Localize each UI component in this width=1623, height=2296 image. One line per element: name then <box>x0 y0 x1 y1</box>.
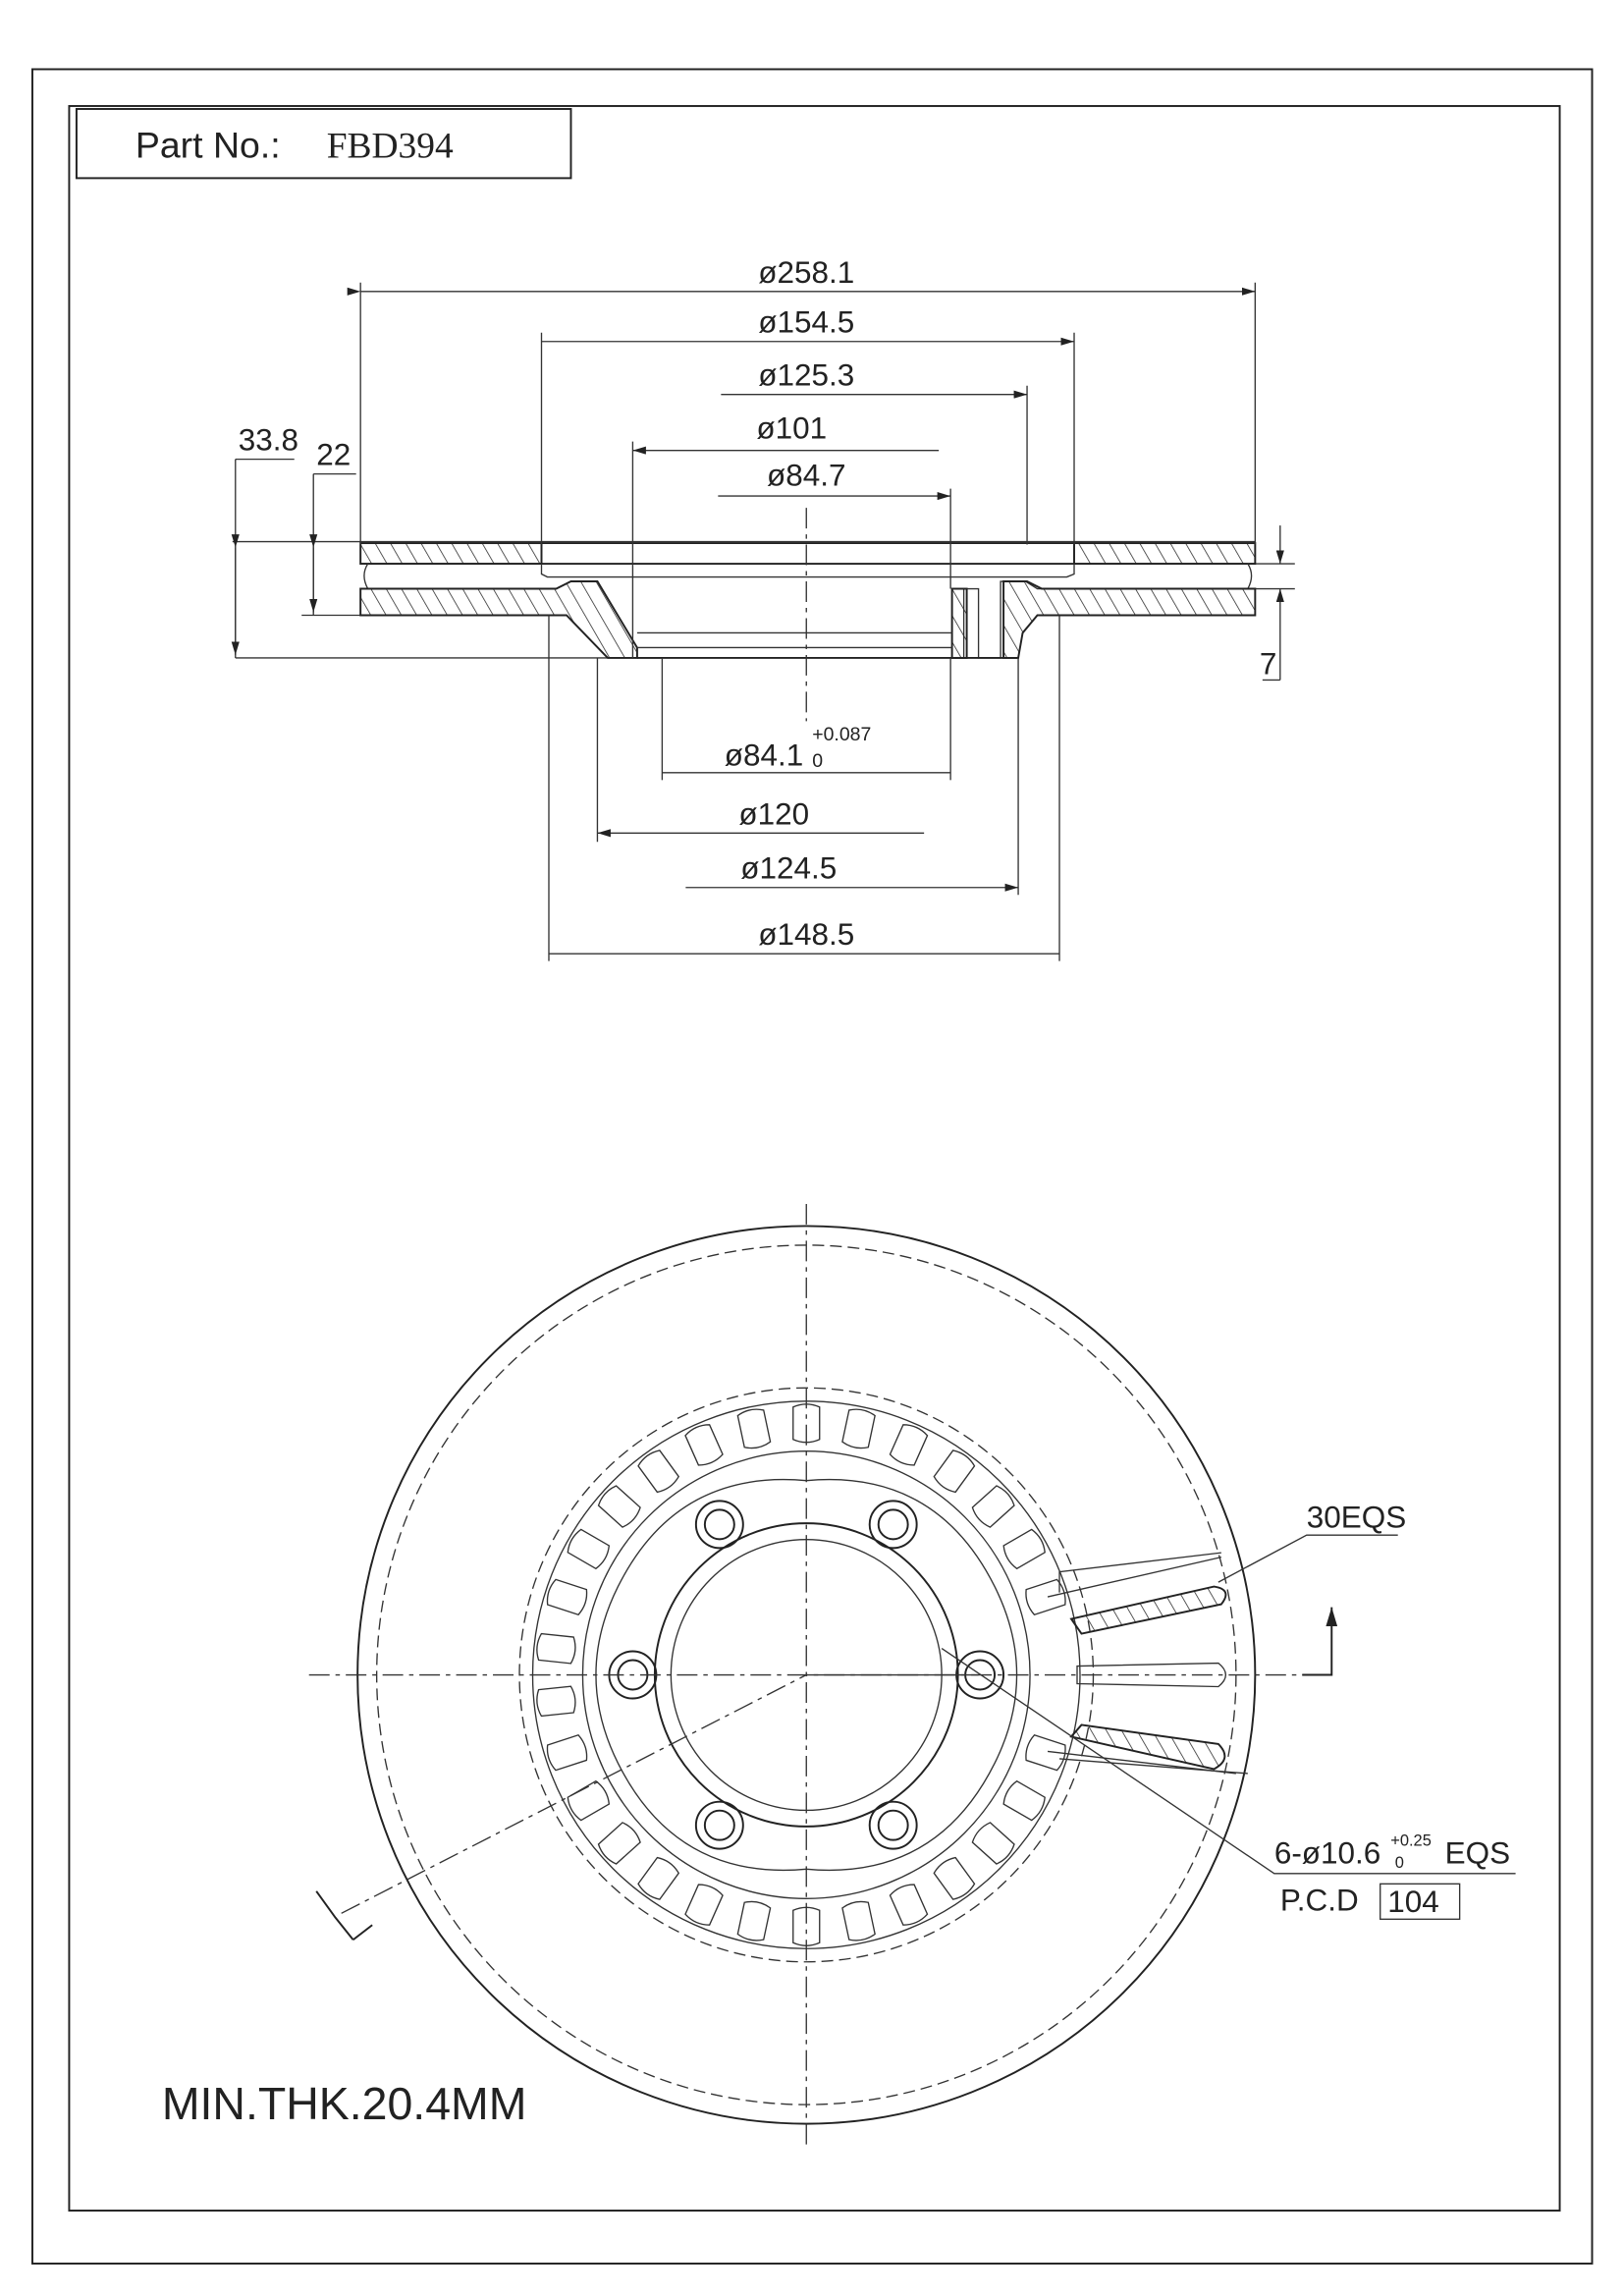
vent-slot <box>597 1822 641 1865</box>
vent-slot <box>933 1856 976 1900</box>
min-thickness-note: MIN.THK.20.4MM <box>162 2078 527 2129</box>
vent-slot <box>536 1632 576 1665</box>
vent-slot <box>889 1884 929 1926</box>
vent-slot <box>933 1449 976 1494</box>
bolt-holes-tol-upper: +0.25 <box>1390 1831 1432 1849</box>
vent-slot <box>971 1822 1015 1865</box>
vent-slot <box>736 1900 772 1941</box>
bolt-hole <box>868 1800 918 1850</box>
vent-slot <box>841 1408 876 1449</box>
vanes-note: 30EQS <box>1307 1501 1406 1535</box>
vent-slot <box>792 1906 821 1946</box>
vent-slot <box>684 1424 724 1466</box>
dim-120: ø120 <box>738 796 809 831</box>
inner-border <box>68 104 1561 2212</box>
dim-124-5: ø124.5 <box>740 851 837 886</box>
section-view: ø258.1 ø154.5 ø125.3 ø101 ø84.7 ø84.1 +0… <box>231 255 1295 961</box>
vent-slot <box>546 1578 588 1616</box>
vent-slot <box>841 1900 876 1941</box>
dim-hat-height: 22 <box>316 438 351 472</box>
vent-slot <box>567 1528 611 1570</box>
vent-slot <box>637 1856 680 1900</box>
vent-slot <box>637 1449 680 1494</box>
dim-center-bore-tol-upper: +0.087 <box>812 724 871 745</box>
dim-center-bore-tol-lower: 0 <box>812 750 823 772</box>
dim-101: ø101 <box>756 411 827 446</box>
dim-total-height: 33.8 <box>239 423 298 458</box>
outer-border <box>30 68 1594 2265</box>
dim-plate-thickness: 7 <box>1260 646 1277 681</box>
vent-slot <box>546 1734 588 1772</box>
dim-center-bore: ø84.1 <box>725 738 803 772</box>
dim-outer-diameter: ø258.1 <box>758 255 854 290</box>
vent-slot <box>684 1884 724 1926</box>
dim-84-7: ø84.7 <box>767 459 845 493</box>
vent-slot <box>1002 1528 1046 1570</box>
vent-slot <box>971 1485 1015 1528</box>
bolt-holes-suffix: EQS <box>1445 1835 1510 1870</box>
vent-slot <box>792 1403 821 1444</box>
vent-slot <box>597 1485 641 1528</box>
part-number: FBD394 <box>327 126 454 166</box>
part-no-label: Part No.: <box>135 124 281 165</box>
vent-slot <box>1025 1734 1066 1772</box>
pcd-label: P.C.D <box>1280 1883 1359 1917</box>
bolt-hole <box>694 1500 744 1550</box>
title-block <box>75 107 572 180</box>
bolt-holes-note: 6-ø10.6 <box>1274 1835 1380 1870</box>
vent-slot <box>1025 1578 1066 1616</box>
pcd-value: 104 <box>1387 1885 1439 1919</box>
pcd-box <box>1380 1883 1461 1920</box>
bolt-hole <box>868 1500 918 1550</box>
dim-125: ø125.3 <box>758 358 854 393</box>
vent-slot <box>567 1779 611 1822</box>
front-view: 30EQS 6-ø10.6 +0.25 0 EQS P.C.D 104 <box>308 1203 1516 2150</box>
vent-slot <box>889 1424 929 1466</box>
dim-hat-outer-diameter: ø154.5 <box>758 305 854 340</box>
bolt-holes-tol-lower: 0 <box>1395 1854 1404 1872</box>
bolt-hole <box>694 1800 744 1850</box>
vent-slot <box>536 1685 576 1718</box>
vent-slot <box>736 1408 772 1449</box>
vent-slot <box>1002 1779 1046 1822</box>
dim-148-5: ø148.5 <box>758 917 854 952</box>
